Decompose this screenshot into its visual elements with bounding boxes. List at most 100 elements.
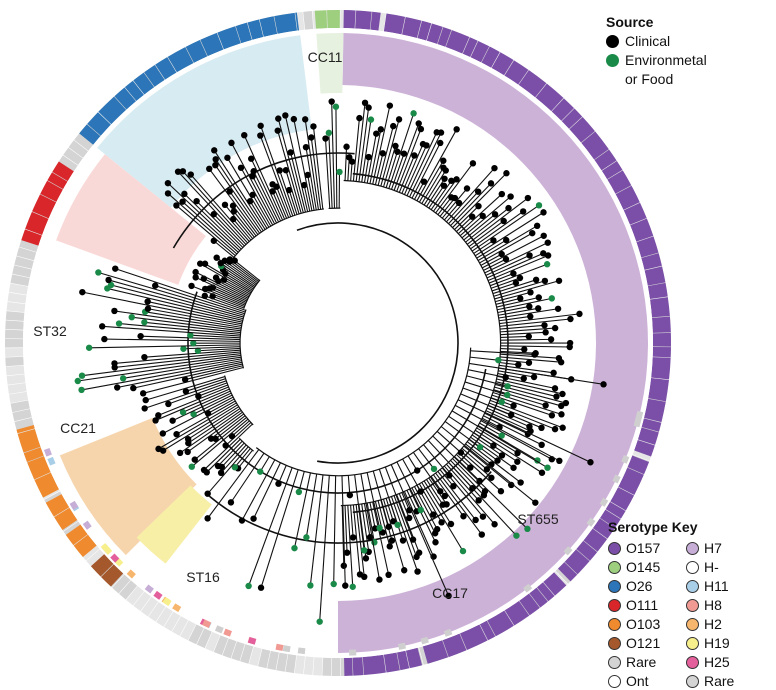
serotype-item-h-h25: H25 bbox=[686, 653, 754, 671]
tip-clinical bbox=[503, 170, 509, 176]
tip-clinical bbox=[385, 572, 391, 578]
tree-branch bbox=[261, 470, 298, 588]
serotype-item-h-h19: H19 bbox=[686, 634, 754, 652]
tip-clinical bbox=[101, 336, 107, 342]
tip-clinical bbox=[514, 459, 520, 465]
tip-clinical bbox=[423, 142, 429, 148]
tip-environmental bbox=[368, 116, 374, 122]
tip-clinical bbox=[559, 425, 565, 431]
tip-clinical bbox=[114, 384, 120, 390]
tip-environmental bbox=[257, 468, 263, 474]
tip-clinical bbox=[155, 412, 161, 418]
tip-clinical bbox=[418, 488, 424, 494]
tip-clinical bbox=[365, 104, 371, 110]
tip-clinical bbox=[413, 554, 419, 560]
tree-branch bbox=[336, 107, 337, 208]
tip-environmental bbox=[361, 547, 367, 553]
serotype-item-h-h-: H- bbox=[686, 558, 754, 576]
tip-clinical bbox=[282, 112, 288, 118]
ring-segment bbox=[315, 10, 327, 29]
serotype-legend-title: Serotype Key bbox=[608, 519, 768, 535]
tip-clinical bbox=[365, 154, 371, 160]
tree-branch bbox=[226, 423, 251, 446]
serotype-label: O145 bbox=[626, 559, 660, 575]
tip-clinical bbox=[275, 127, 281, 133]
serotype-swatch bbox=[686, 561, 699, 574]
tip-clinical bbox=[224, 155, 230, 161]
tip-clinical bbox=[470, 160, 476, 166]
serotype-label: H8 bbox=[704, 597, 722, 613]
tip-clinical bbox=[550, 370, 556, 376]
tip-clinical bbox=[257, 132, 263, 138]
tip-clinical bbox=[204, 515, 210, 521]
tip-clinical bbox=[555, 306, 561, 312]
tip-clinical bbox=[350, 534, 356, 540]
tree-branch bbox=[418, 449, 433, 469]
tip-clinical bbox=[211, 147, 217, 153]
tip-clinical bbox=[510, 465, 516, 471]
tip-clinical bbox=[202, 261, 208, 267]
ring-segment bbox=[274, 13, 297, 34]
tip-environmental bbox=[536, 202, 542, 208]
tree-branch bbox=[501, 336, 529, 337]
serotype-item-o-o26: O26 bbox=[608, 577, 686, 595]
tip-clinical bbox=[303, 144, 309, 150]
tip-clinical bbox=[389, 537, 395, 543]
tree-branch bbox=[115, 354, 241, 368]
serotype-item-h-h7: H7 bbox=[686, 539, 754, 557]
tip-environmental bbox=[79, 372, 85, 378]
ring-segment bbox=[384, 14, 405, 35]
tip-clinical bbox=[448, 521, 454, 527]
tip-clinical bbox=[548, 336, 554, 342]
serotype-item-o-o103: O103 bbox=[608, 615, 686, 633]
tip-clinical bbox=[464, 185, 470, 191]
tip-clinical bbox=[239, 517, 245, 523]
ring-segment bbox=[344, 658, 353, 676]
tip-environmental bbox=[296, 489, 302, 495]
tip-clinical bbox=[396, 116, 402, 122]
tip-clinical bbox=[308, 134, 314, 140]
tip-environmental bbox=[394, 522, 400, 528]
tip-clinical bbox=[213, 274, 219, 280]
tip-clinical bbox=[527, 313, 533, 319]
tip-clinical bbox=[542, 278, 548, 284]
ring-cell bbox=[322, 658, 331, 676]
tip-clinical bbox=[526, 252, 532, 258]
tip-clinical bbox=[508, 412, 514, 418]
tip-environmental bbox=[333, 104, 339, 110]
serotype-label: H- bbox=[704, 559, 719, 575]
tip-clinical bbox=[517, 275, 523, 281]
ring-cell bbox=[6, 311, 25, 321]
serotype-item-h-h2: H2 bbox=[686, 615, 754, 633]
clade-label-cc21: CC21 bbox=[60, 420, 96, 436]
ring-segment bbox=[355, 10, 371, 29]
tip-environmental bbox=[460, 548, 466, 554]
ring-segment bbox=[650, 297, 670, 317]
tip-clinical bbox=[542, 402, 548, 408]
tip-environmental bbox=[477, 444, 483, 450]
environmental-swatch bbox=[606, 54, 619, 67]
clade-label-st16: ST16 bbox=[186, 569, 220, 585]
ring-cell bbox=[5, 357, 23, 366]
tree-branch bbox=[78, 357, 241, 381]
tree-branch bbox=[373, 502, 389, 575]
serotype-label: H11 bbox=[704, 578, 729, 594]
tip-clinical bbox=[432, 539, 438, 545]
tree-branch bbox=[427, 179, 445, 207]
tip-clinical bbox=[526, 333, 532, 339]
tip-clinical bbox=[541, 233, 547, 239]
tip-clinical bbox=[349, 158, 355, 164]
tip-clinical bbox=[180, 168, 186, 174]
ring-segment bbox=[327, 10, 340, 28]
tip-clinical bbox=[521, 375, 527, 381]
serotype-item-h-h11: H11 bbox=[686, 577, 754, 595]
ring-cell bbox=[6, 366, 25, 376]
serotype-swatch bbox=[686, 656, 699, 669]
tip-clinical bbox=[418, 126, 424, 132]
tip-environmental bbox=[75, 378, 81, 384]
tree-branch bbox=[470, 357, 498, 360]
tip-clinical bbox=[531, 351, 537, 357]
tip-clinical bbox=[553, 393, 559, 399]
clade-label-cc17: CC17 bbox=[432, 585, 468, 601]
tip-clinical bbox=[556, 458, 562, 464]
